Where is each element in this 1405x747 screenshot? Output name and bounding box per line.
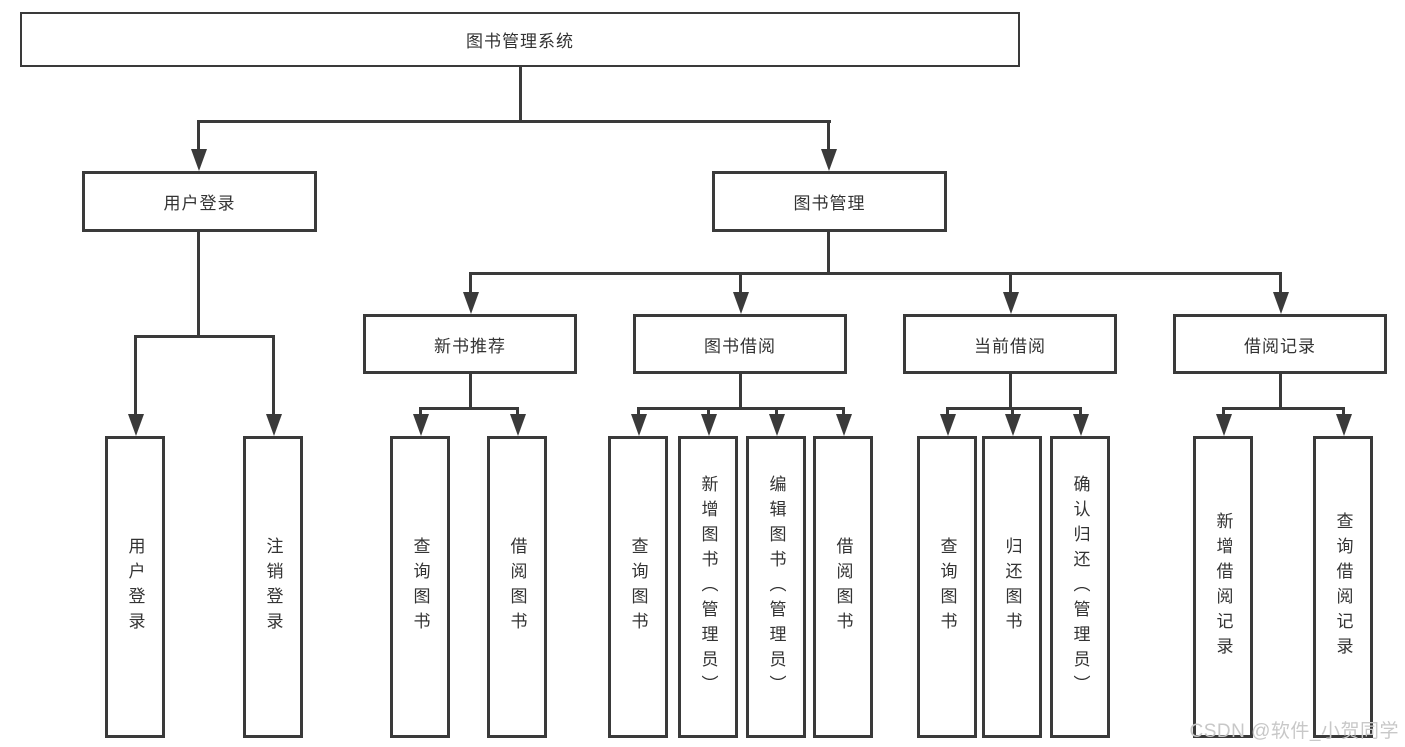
node-new-book-recommend: 新书推荐 xyxy=(363,314,577,374)
connector-drop-leaf xyxy=(1011,407,1014,416)
arrowhead-icon xyxy=(191,149,207,171)
connector-drop-borrow-records xyxy=(1279,272,1282,294)
arrowhead-icon xyxy=(128,414,144,436)
arrowhead-icon xyxy=(769,414,785,436)
arrowhead-icon xyxy=(510,414,526,436)
node-user-login: 用户登录 xyxy=(82,171,317,232)
arrowhead-icon xyxy=(1273,292,1289,314)
connector-borrow-records-hline xyxy=(1222,407,1344,410)
connector-drop-leaf xyxy=(707,407,710,416)
connector-root-hline xyxy=(197,120,831,123)
leaf-return-books-label: 归还图书 xyxy=(1002,537,1022,637)
node-root: 图书管理系统 xyxy=(20,12,1020,67)
leaf-logout: 注销登录 xyxy=(243,436,303,738)
leaf-add-borrow-record: 新增借阅记录 xyxy=(1193,436,1253,738)
connector-drop-leaf xyxy=(775,407,778,416)
arrowhead-icon xyxy=(1216,414,1232,436)
arrowhead-icon xyxy=(733,292,749,314)
arrowhead-icon xyxy=(266,414,282,436)
arrowhead-icon xyxy=(1005,414,1021,436)
connector-user-login-stem xyxy=(197,232,200,335)
leaf-query-books-current-label: 查询图书 xyxy=(937,537,957,637)
leaf-query-borrow-record: 查询借阅记录 xyxy=(1313,436,1373,738)
node-new-book-recommend-label: 新书推荐 xyxy=(434,336,506,356)
leaf-query-books-recommend: 查询图书 xyxy=(390,436,450,738)
leaf-edit-books-admin: 编辑图书（管理员） xyxy=(746,436,806,738)
leaf-query-books-borrow: 查询图书 xyxy=(608,436,668,738)
connector-drop-leaf-logout xyxy=(272,335,275,415)
arrowhead-icon xyxy=(940,414,956,436)
leaf-add-borrow-record-label: 新增借阅记录 xyxy=(1213,512,1233,662)
node-book-borrow-label: 图书借阅 xyxy=(704,336,776,356)
connector-drop-leaf xyxy=(842,407,845,416)
node-book-borrow: 图书借阅 xyxy=(633,314,847,374)
connector-drop-user-login xyxy=(197,120,200,150)
leaf-borrow-books-label: 借阅图书 xyxy=(833,537,853,637)
connector-book-borrow-stem xyxy=(739,374,742,407)
connector-drop-new-book-recommend xyxy=(469,272,472,294)
connector-drop-leaf xyxy=(419,407,422,416)
csdn-watermark: CSDN @软件_小贺同学 xyxy=(1189,721,1399,742)
leaf-edit-books-admin-label: 编辑图书（管理员） xyxy=(766,474,786,700)
leaf-query-borrow-record-label: 查询借阅记录 xyxy=(1333,512,1353,662)
connector-book-management-stem xyxy=(827,232,830,272)
connector-drop-leaf xyxy=(516,407,519,416)
leaf-query-books-current: 查询图书 xyxy=(917,436,977,738)
connector-drop-book-management xyxy=(827,120,830,150)
leaf-confirm-return-admin-label: 确认归还（管理员） xyxy=(1070,474,1090,700)
arrowhead-icon xyxy=(821,149,837,171)
connector-new-book-stem xyxy=(469,374,472,407)
node-current-borrow-label: 当前借阅 xyxy=(974,336,1046,356)
connector-drop-leaf xyxy=(1342,407,1345,416)
connector-root-stem xyxy=(519,67,522,120)
node-current-borrow: 当前借阅 xyxy=(903,314,1117,374)
node-borrow-records: 借阅记录 xyxy=(1173,314,1387,374)
leaf-borrow-books-recommend: 借阅图书 xyxy=(487,436,547,738)
arrowhead-icon xyxy=(631,414,647,436)
leaf-user-login-label: 用户登录 xyxy=(125,537,145,637)
connector-book-borrow-hline xyxy=(637,407,844,410)
leaf-logout-label: 注销登录 xyxy=(263,537,283,637)
leaf-query-books-borrow-label: 查询图书 xyxy=(628,537,648,637)
connector-drop-leaf xyxy=(1222,407,1225,416)
node-borrow-records-label: 借阅记录 xyxy=(1244,336,1316,356)
node-root-label: 图书管理系统 xyxy=(466,32,574,51)
arrowhead-icon xyxy=(413,414,429,436)
connector-drop-leaf-user-login xyxy=(134,335,137,415)
node-book-management: 图书管理 xyxy=(712,171,947,232)
arrowhead-icon xyxy=(1336,414,1352,436)
arrowhead-icon xyxy=(1073,414,1089,436)
arrowhead-icon xyxy=(1003,292,1019,314)
leaf-borrow-books-recommend-label: 借阅图书 xyxy=(507,537,527,637)
leaf-add-books-admin-label: 新增图书（管理员） xyxy=(698,474,718,700)
connector-drop-leaf xyxy=(637,407,640,416)
node-user-login-label: 用户登录 xyxy=(163,194,236,213)
leaf-confirm-return-admin: 确认归还（管理员） xyxy=(1050,436,1110,738)
connector-new-book-hline xyxy=(419,407,519,410)
leaf-query-books-recommend-label: 查询图书 xyxy=(410,537,430,637)
arrowhead-icon xyxy=(463,292,479,314)
leaf-add-books-admin: 新增图书（管理员） xyxy=(678,436,738,738)
connector-user-login-hline xyxy=(134,335,275,338)
connector-current-borrow-stem xyxy=(1009,374,1012,407)
leaf-borrow-books: 借阅图书 xyxy=(813,436,873,738)
connector-drop-leaf xyxy=(1079,407,1082,416)
connector-drop-book-borrow xyxy=(739,272,742,294)
connector-drop-current-borrow xyxy=(1009,272,1012,294)
arrowhead-icon xyxy=(836,414,852,436)
connector-book-management-hline xyxy=(469,272,1282,275)
node-book-management-label: 图书管理 xyxy=(793,194,866,213)
connector-borrow-records-stem xyxy=(1279,374,1282,407)
arrowhead-icon xyxy=(701,414,717,436)
connector-drop-leaf xyxy=(946,407,949,416)
leaf-return-books: 归还图书 xyxy=(982,436,1042,738)
leaf-user-login: 用户登录 xyxy=(105,436,165,738)
